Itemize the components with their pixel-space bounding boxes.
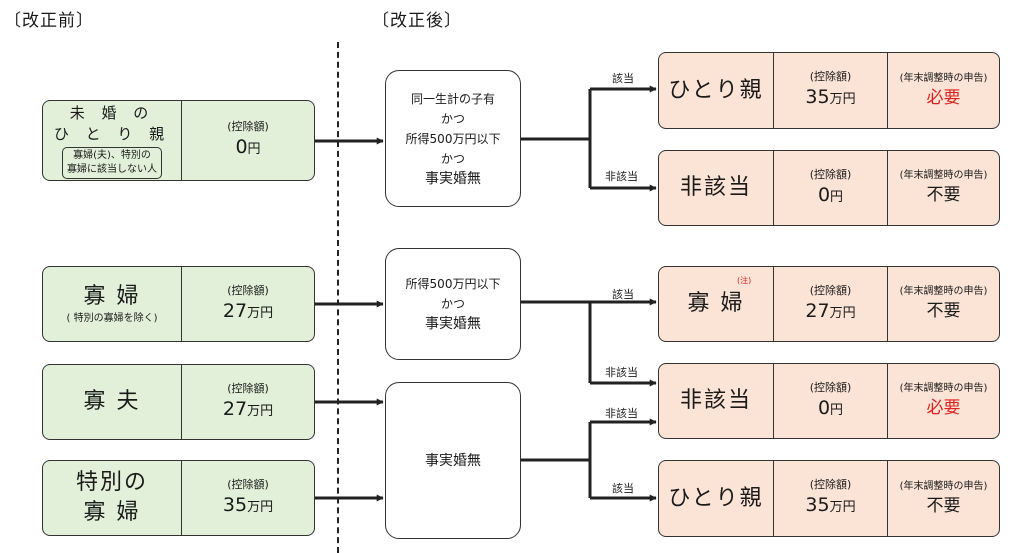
before-box-widower: 寡 夫 (控除額) 27万円 — [42, 364, 315, 440]
result-name-3: (注) 寡 婦 — [687, 276, 752, 316]
result-box-4: 非該当 (控除額) 0円 (年末調整時の申告) 必要 — [658, 363, 1000, 439]
deduction-amount: 27万円 — [222, 299, 274, 322]
edge-label-yes-1: 該当 — [612, 72, 634, 85]
result-name-5: ひとり親 — [668, 485, 764, 511]
category-subtitle: ( 特別の寡婦を除く) — [66, 313, 158, 324]
after-section-title: 〔改正後〕 — [372, 11, 462, 31]
result-box-3: (注) 寡 婦 (控除額) 27万円 (年末調整時の申告) 不要 — [658, 266, 1000, 342]
before-box-widow: 寡 婦 ( 特別の寡婦を除く) (控除額) 27万円 — [42, 266, 315, 342]
category-title-line2: ひ と り 親 — [53, 124, 171, 143]
deduction-label: (控除額) — [227, 477, 269, 491]
category-title-line1: 特別の — [75, 470, 148, 495]
deduction-amount: 35万円 — [222, 493, 274, 516]
result-deduction-2: (控除額) 0円 — [773, 151, 887, 225]
category-title-line2: 寡 婦 — [83, 500, 141, 525]
before-category-widower: 寡 夫 — [43, 365, 181, 439]
result-box-5: ひとり親 (控除額) 35万円 (年末調整時の申告) 不要 — [658, 460, 1000, 537]
edge-label-no-2: 非該当 — [605, 366, 638, 379]
before-deduction-unmarried: (控除額) 0円 — [181, 101, 314, 180]
category-title: 寡 夫 — [83, 389, 141, 414]
note-line1: 寡婦(夫)、特別の — [73, 149, 151, 161]
deduction-amount: 0円 — [235, 136, 261, 158]
before-category-widow: 寡 婦 ( 特別の寡婦を除く) — [43, 267, 181, 341]
result-deduction-5: (控除額) 35万円 — [773, 461, 887, 536]
result-name-2: 非該当 — [679, 175, 752, 200]
section-divider — [337, 42, 339, 553]
deduction-amount: 27万円 — [222, 397, 274, 420]
condition-text-3: 事実婚無 — [425, 452, 481, 469]
before-deduction-widow: (控除額) 27万円 — [181, 267, 314, 341]
deduction-label: (控除額) — [227, 283, 269, 297]
deduction-label: (控除額) — [227, 381, 269, 395]
before-deduction-special-widow: (控除額) 35万円 — [181, 461, 314, 535]
result-declaration-5: (年末調整時の申告) 不要 — [887, 461, 999, 536]
result-name-4: 非該当 — [679, 388, 752, 413]
note-line2: 寡婦に該当しない人 — [67, 163, 157, 175]
result-note-3: (注) — [737, 276, 752, 285]
before-section-title: 〔改正前〕 — [4, 11, 94, 31]
result-box-1: ひとり親 (控除額) 35万円 (年末調整時の申告) 必要 — [658, 52, 1000, 129]
result-deduction-4: (控除額) 0円 — [773, 364, 887, 438]
result-declaration-3: (年末調整時の申告) 不要 — [887, 267, 999, 341]
result-name-1: ひとり親 — [668, 77, 764, 103]
deduction-label: (控除額) — [227, 120, 269, 133]
before-category-special-widow: 特別の 寡 婦 — [43, 461, 181, 535]
result-deduction-1: (控除額) 35万円 — [773, 53, 887, 128]
edge-label-yes-2: 該当 — [612, 288, 634, 301]
condition-box-1: 同一生計の子有 かつ 所得500万円以下 かつ 事実婚無 — [385, 70, 521, 207]
condition-text-2: 所得500万円以下 かつ 事実婚無 — [405, 277, 501, 332]
condition-box-3: 事実婚無 — [385, 382, 521, 539]
edge-label-yes-3: 該当 — [612, 482, 634, 495]
result-declaration-2: (年末調整時の申告) 不要 — [887, 151, 999, 225]
before-box-unmarried: 未 婚 の ひ と り 親 寡婦(夫)、特別の 寡婦に該当しない人 (控除額) … — [42, 100, 315, 181]
condition-box-2: 所得500万円以下 かつ 事実婚無 — [385, 248, 521, 360]
category-title: 寡 婦 — [83, 284, 141, 309]
before-category-unmarried: 未 婚 の ひ と り 親 寡婦(夫)、特別の 寡婦に該当しない人 — [43, 101, 181, 180]
before-box-special-widow: 特別の 寡 婦 (控除額) 35万円 — [42, 460, 315, 536]
result-deduction-3: (控除額) 27万円 — [773, 267, 887, 341]
result-declaration-1: (年末調整時の申告) 必要 — [887, 53, 999, 128]
category-note: 寡婦(夫)、特別の 寡婦に該当しない人 — [62, 146, 162, 179]
edge-label-no-1: 非該当 — [605, 170, 638, 183]
result-box-2: 非該当 (控除額) 0円 (年末調整時の申告) 不要 — [658, 150, 1000, 226]
condition-text-1: 同一生計の子有 かつ 所得500万円以下 かつ 事実婚無 — [405, 91, 501, 187]
edge-label-no-3: 非該当 — [605, 407, 638, 420]
result-declaration-4: (年末調整時の申告) 必要 — [887, 364, 999, 438]
before-deduction-widower: (控除額) 27万円 — [181, 365, 314, 439]
category-title-line1: 未 婚 の — [69, 103, 155, 122]
